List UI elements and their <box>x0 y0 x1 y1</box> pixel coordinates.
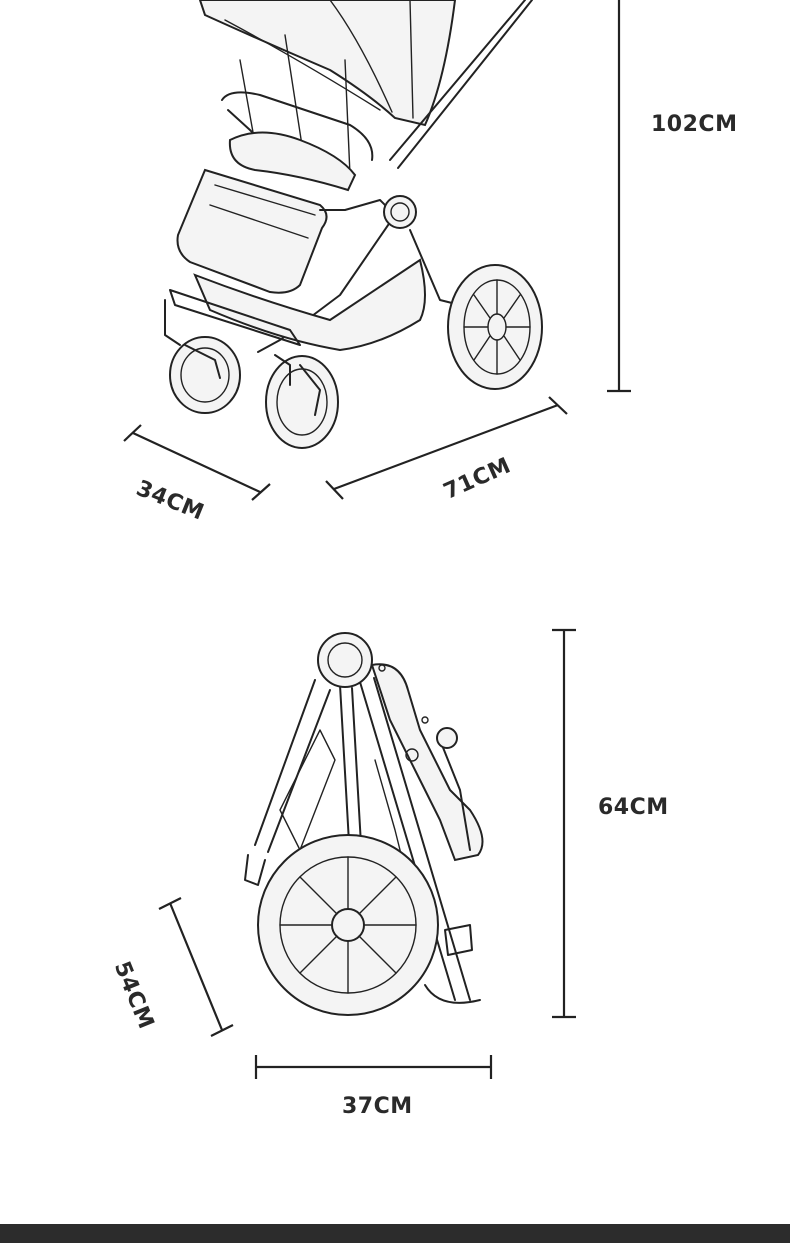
folded-height-label: 64CM <box>598 795 669 820</box>
folded-middle-tube <box>339 684 363 863</box>
front-panel-lines <box>209 184 316 239</box>
width-dimension-line <box>123 424 271 501</box>
folded-canopy <box>370 663 484 862</box>
length-dimension-line <box>325 396 568 500</box>
folded-handle-knob <box>436 727 458 749</box>
foot-bar <box>169 289 301 346</box>
folded-dimension-lines <box>158 628 576 1079</box>
frame-hub <box>383 195 417 229</box>
folded-top-joint-inner <box>327 642 363 678</box>
folded-stroller-illustration <box>244 632 484 1016</box>
canopy-fold <box>329 0 393 113</box>
seat-cushion <box>228 131 357 192</box>
folded-width-dimension-line <box>254 1055 493 1079</box>
height-dimension-line <box>607 0 631 393</box>
unfolded-dimension-lines <box>123 0 631 501</box>
canopy <box>198 0 457 127</box>
rear-wheel-spokes <box>463 279 531 375</box>
front-wheel-right-fork <box>274 354 321 416</box>
folded-handle-bar <box>439 739 471 851</box>
folded-seat-fabric <box>279 729 336 851</box>
unfolded-stroller-illustration <box>164 0 543 449</box>
folded-rear-tube <box>359 677 471 1001</box>
bottom-bar <box>0 1224 790 1243</box>
front-wheel-left-rim <box>180 347 230 403</box>
canopy-fold-2 <box>409 0 414 119</box>
folded-front-tube <box>254 679 331 853</box>
folded-rivet <box>421 716 429 724</box>
folded-basket-bottom <box>424 984 481 1004</box>
folded-depth-dimension-line <box>158 897 234 1037</box>
folded-strap-buckle <box>444 924 473 956</box>
folded-rear-wheel-spokes <box>279 856 417 994</box>
frame-hub-inner <box>390 202 410 222</box>
folded-front-wheel <box>244 854 266 886</box>
folded-pivot <box>405 748 419 762</box>
folded-width-label: 37CM <box>342 1094 413 1119</box>
handlebar-tube <box>389 0 533 169</box>
front-wheel-left-fork <box>184 344 221 379</box>
basket <box>193 258 426 352</box>
unfolded-height-label: 102CM <box>651 112 738 137</box>
folded-rivet-2 <box>378 664 386 672</box>
folded-height-dimension-line <box>552 628 576 1019</box>
front-leg <box>164 299 181 346</box>
front-panel <box>176 168 328 294</box>
folded-top-joint <box>317 632 373 688</box>
bumper-bar <box>221 91 374 161</box>
canopy-seam <box>224 19 381 111</box>
